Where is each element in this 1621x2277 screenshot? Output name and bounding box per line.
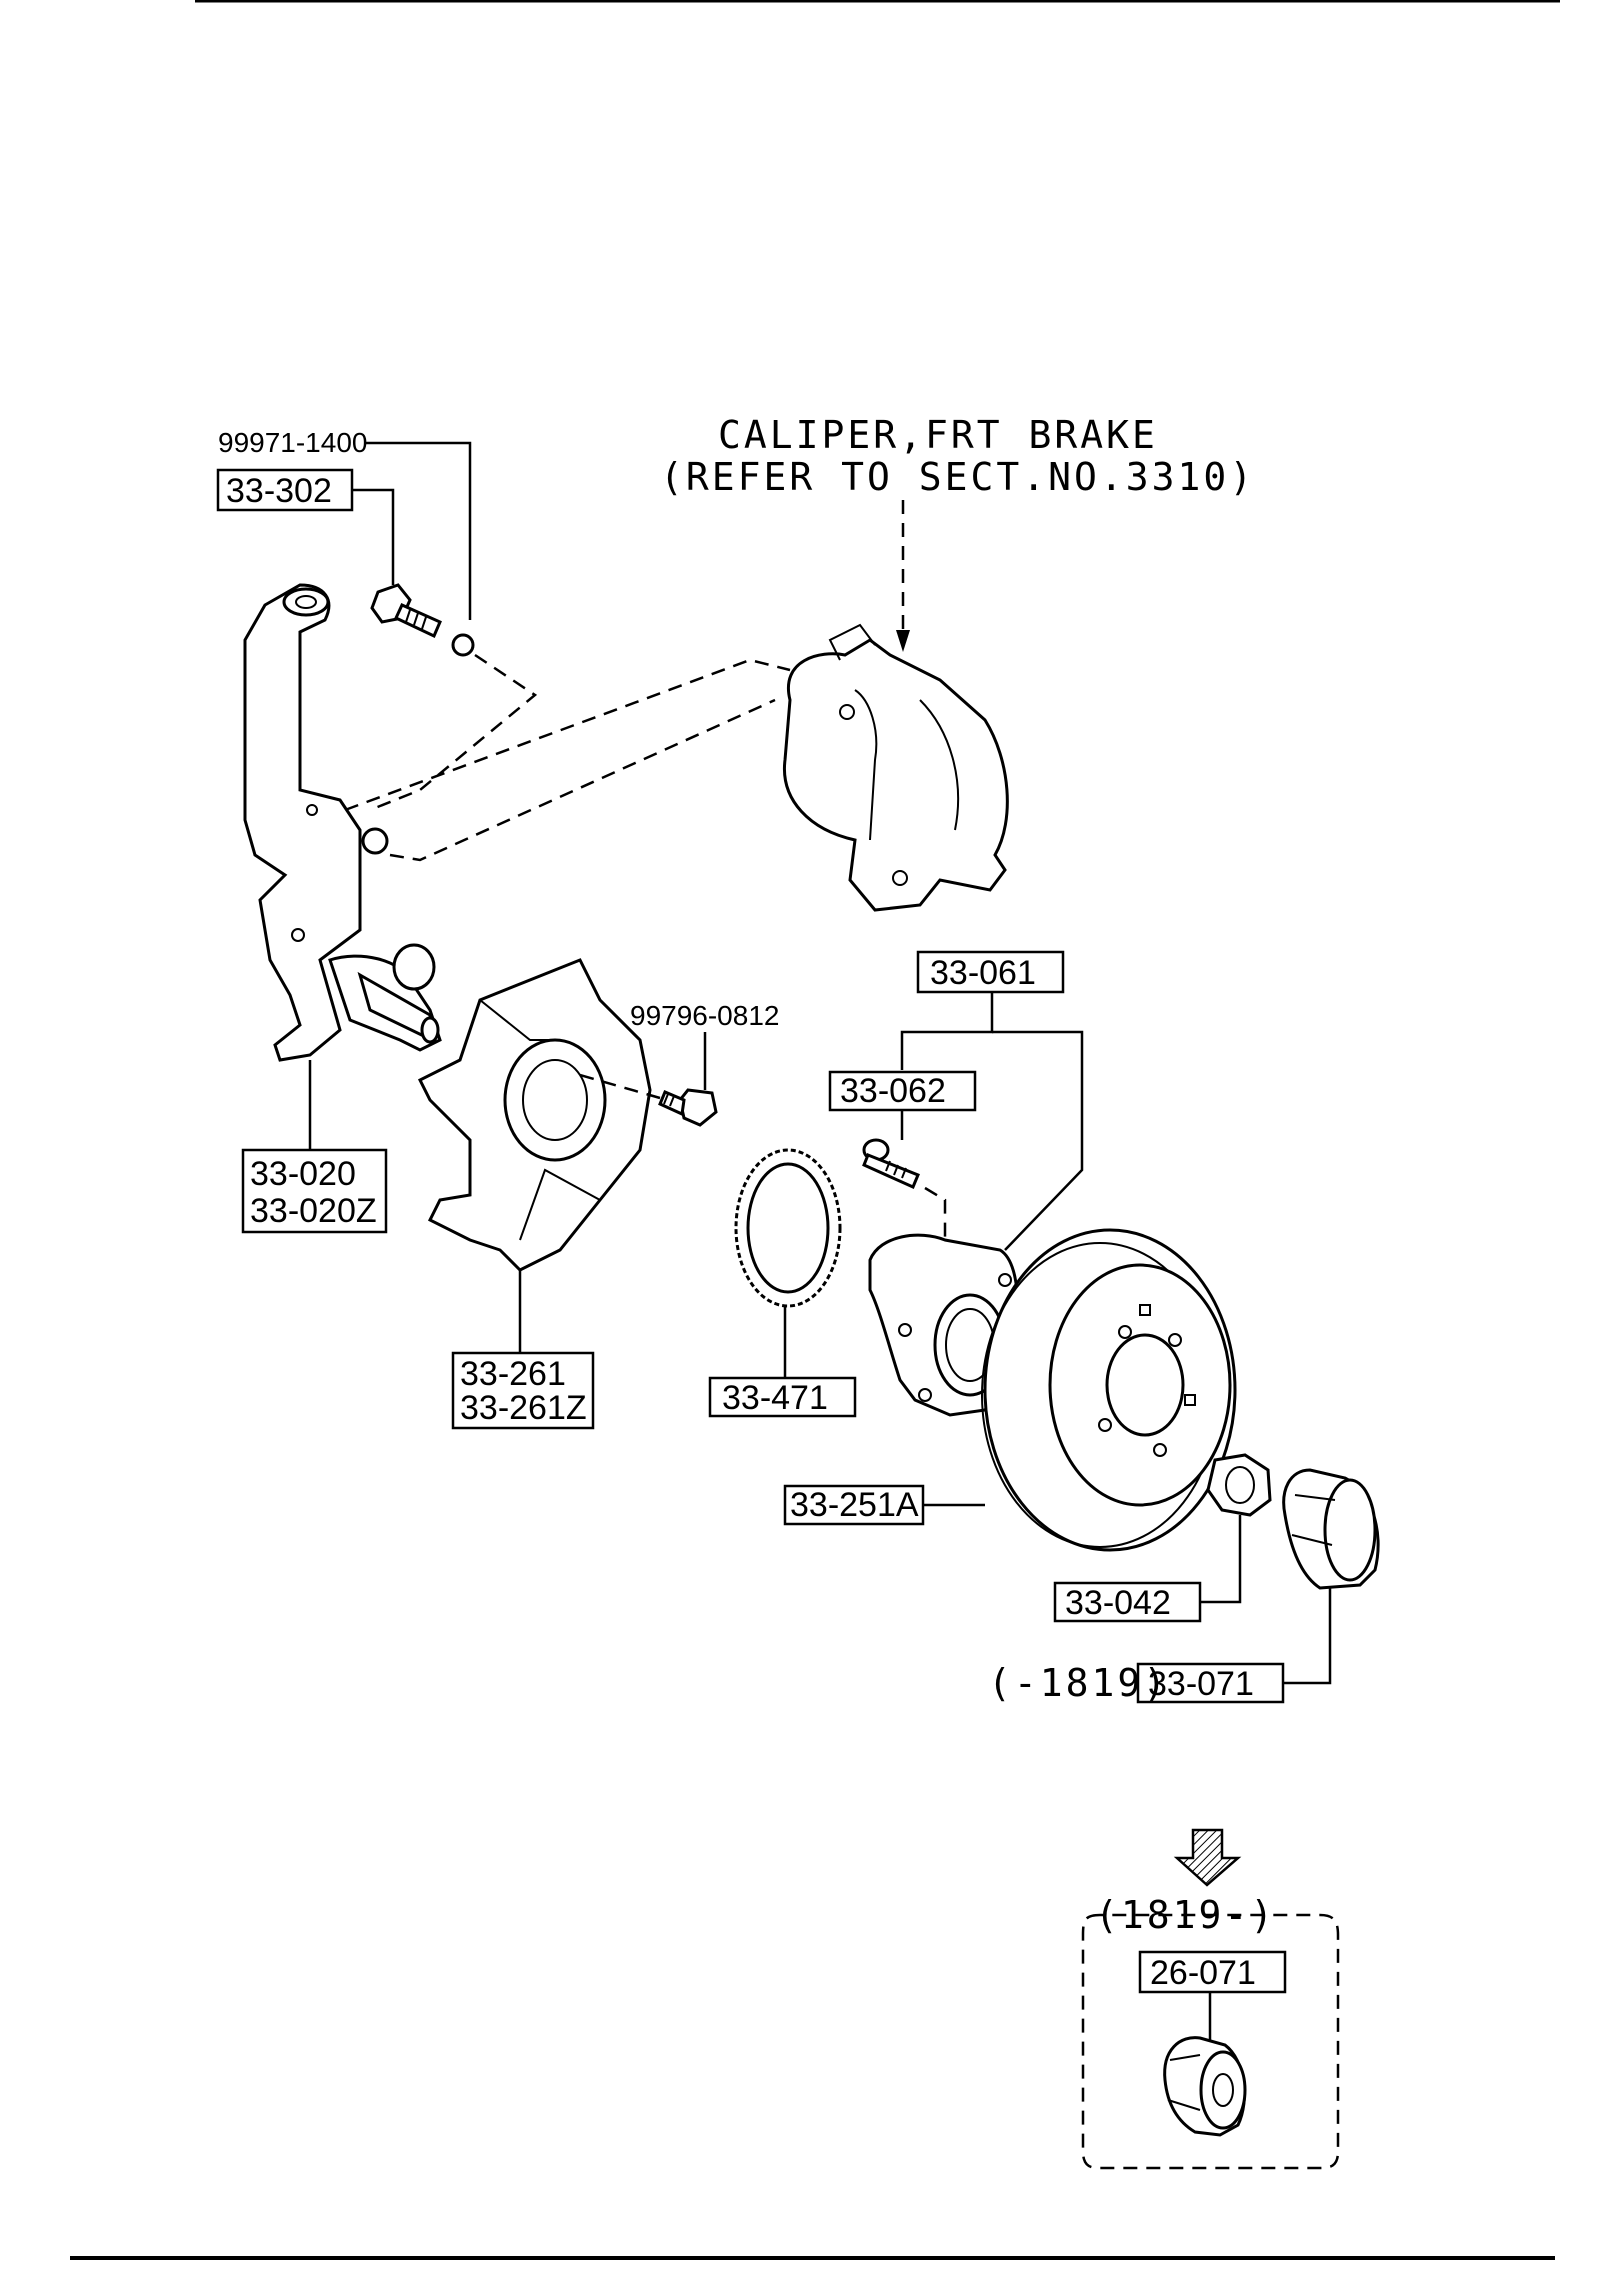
lock-nut-drawing bbox=[1206, 1453, 1272, 1517]
washer-99971-1400-drawing bbox=[451, 633, 475, 657]
leader-33-061-top bbox=[900, 992, 994, 1070]
brake-disc-drawing bbox=[981, 1228, 1237, 1552]
callout-33-020Z: 33-020Z bbox=[250, 1192, 377, 1230]
grease-cap-drawing bbox=[1282, 1468, 1380, 1590]
leader-99971-1400 bbox=[365, 441, 472, 620]
serial-note-after: (1819-) bbox=[1095, 1893, 1276, 1937]
callout-33-061: 33-061 bbox=[930, 954, 1036, 992]
callout-99796-0812: 99796-0812 bbox=[630, 1000, 779, 1031]
callout-33-251A: 33-251A bbox=[790, 1486, 919, 1524]
callout-33-471: 33-471 bbox=[722, 1379, 828, 1417]
callout-33-261Z: 33-261Z bbox=[460, 1389, 587, 1427]
callout-99971-1400: 99971-1400 bbox=[218, 427, 367, 458]
leader-33-302 bbox=[352, 488, 395, 585]
callout-33-042: 33-042 bbox=[1065, 1584, 1171, 1622]
caliper-arrowhead bbox=[896, 630, 910, 652]
washer-to-caliper-dash bbox=[369, 653, 538, 812]
serial-note-before: (-1819) bbox=[988, 1661, 1169, 1705]
callout-26-071: 26-071 bbox=[1150, 1954, 1256, 1992]
knuckle-lower-dash bbox=[389, 698, 776, 862]
box-33-071 bbox=[1136, 1662, 1285, 1704]
hatched-down-arrow-icon bbox=[1173, 1828, 1242, 1887]
abs-tone-ring-drawing bbox=[734, 1148, 842, 1308]
bolt-99796-dash bbox=[579, 1073, 661, 1100]
caliper-note-line1: CALIPER,FRT BRAKE bbox=[718, 413, 1158, 457]
callout-33-261: 33-261 bbox=[460, 1355, 566, 1393]
callout-33-020: 33-020 bbox=[250, 1155, 356, 1193]
callout-33-071: 33-071 bbox=[1148, 1665, 1254, 1703]
leader-33-071 bbox=[1283, 1588, 1332, 1685]
dust-shield-drawing bbox=[417, 958, 652, 1272]
box-26-071 bbox=[1138, 1950, 1287, 1994]
leader-33-042 bbox=[1200, 1515, 1242, 1604]
box-33-042 bbox=[1053, 1581, 1202, 1623]
callout-33-302: 33-302 bbox=[226, 472, 332, 510]
box-33-471 bbox=[708, 1376, 857, 1418]
leader-33-061-hub bbox=[992, 1030, 1084, 1251]
knuckle-to-caliper-dash bbox=[344, 658, 791, 812]
hub-bolt-dash bbox=[924, 1186, 947, 1240]
box-33-020 bbox=[241, 1148, 388, 1234]
bolt-99796-0812-drawing bbox=[658, 1088, 718, 1127]
inset-dashed-frame bbox=[1081, 1913, 1340, 2170]
box-33-261 bbox=[451, 1351, 595, 1430]
box-33-061 bbox=[916, 950, 1065, 994]
caliper-drawing bbox=[782, 623, 1009, 912]
hub-bolt-33-062-drawing bbox=[862, 1138, 920, 1189]
steering-knuckle-drawing bbox=[243, 583, 442, 1062]
inset-cap-drawing bbox=[1163, 2036, 1247, 2137]
caliper-note-line2: (REFER TO SECT.NO.3310) bbox=[660, 455, 1255, 499]
box-33-251A bbox=[783, 1484, 925, 1526]
callout-33-062: 33-062 bbox=[840, 1072, 946, 1110]
bolt-33-302-drawing bbox=[370, 583, 442, 639]
